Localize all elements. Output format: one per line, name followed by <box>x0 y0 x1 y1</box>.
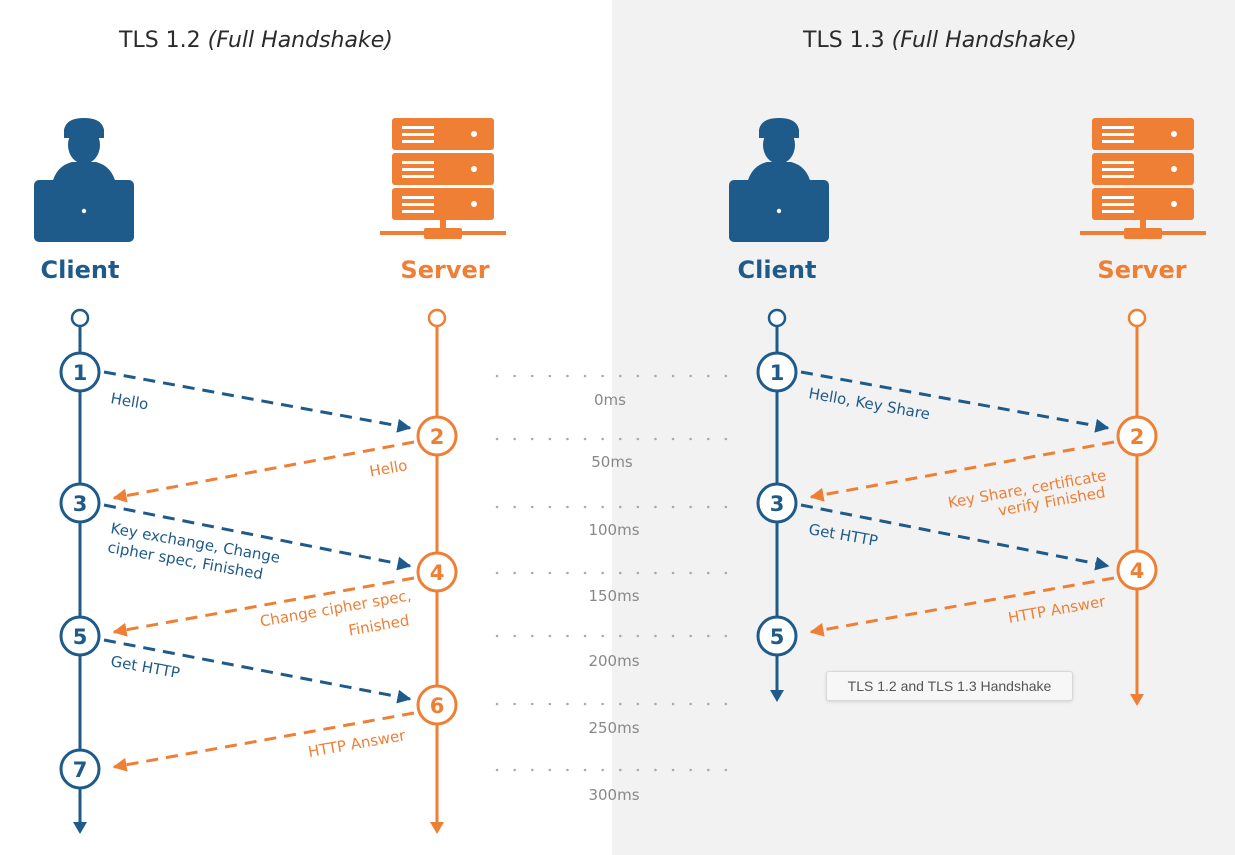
tls12-server-lifeline-arrowhead <box>430 822 444 834</box>
tls12-arrow-4 <box>112 576 415 637</box>
client-icon <box>34 118 134 242</box>
timeline-label-150ms: 150ms <box>588 587 639 605</box>
image-tooltip: TLS 1.2 and TLS 1.3 Handshake <box>826 671 1073 701</box>
timeline-label-300ms: 300ms <box>588 786 639 804</box>
tls12-arrow-3 <box>103 503 412 571</box>
tls12-message-4-line2: Finished <box>347 611 411 639</box>
tls13-client-lifeline-arrowhead <box>770 690 784 702</box>
tls13-message-3: Get HTTP <box>807 520 879 550</box>
tls13-client-lifeline-start <box>767 308 787 328</box>
timeline-label-100ms: 100ms <box>588 521 639 539</box>
tls12-arrow-5 <box>103 638 412 704</box>
tls13-title-version: TLS 1.3 <box>803 28 885 53</box>
tls12-step-5: 5 <box>59 615 101 657</box>
tls12-message-1: Hello <box>109 389 150 413</box>
tls12-message-6: HTTP Answer <box>307 726 408 761</box>
tls12-title-version: TLS 1.2 <box>119 28 201 53</box>
tls13-step-3: 3 <box>756 482 798 524</box>
tls12-step-6-number: 6 <box>430 694 445 718</box>
tls12-step-7-number: 7 <box>73 758 88 782</box>
tls12-client-lifeline-arrowhead <box>73 822 87 834</box>
tls13-step-4-number: 4 <box>1130 559 1145 583</box>
tls12-message-5: Get HTTP <box>109 652 181 682</box>
tls13-step-4: 4 <box>1116 549 1158 591</box>
tls13-title: TLS 1.3 (Full Handshake) <box>803 28 1077 53</box>
tls12-step-4-number: 4 <box>430 561 445 585</box>
tls13-step-5-number: 5 <box>770 625 785 649</box>
timeline-label-200ms: 200ms <box>588 652 639 670</box>
tls13-arrow-1 <box>800 370 1110 433</box>
tls12-step-4: 4 <box>416 551 458 593</box>
tls12-step-6: 6 <box>416 684 458 726</box>
tls12-message-2: Hello <box>368 456 409 480</box>
tls13-title-subtitle: (Full Handshake) <box>891 28 1077 53</box>
tls13-step-1-number: 1 <box>770 361 785 385</box>
tls12-client-lifeline-start <box>70 308 90 328</box>
tls13-step-2-number: 2 <box>1130 425 1145 449</box>
timeline-label-250ms: 250ms <box>588 719 639 737</box>
tls13-step-5: 5 <box>756 615 798 657</box>
tls12-step-2: 2 <box>416 415 458 457</box>
tls13-arrow-2 <box>809 440 1115 502</box>
timeline-label-0ms: 0ms <box>594 391 626 409</box>
tls12-step-1-number: 1 <box>73 361 88 385</box>
tls12-step-1: 1 <box>59 351 101 393</box>
tls13-step-2: 2 <box>1116 415 1158 457</box>
timeline-label-50ms: 50ms <box>591 453 633 471</box>
tls13-server-lifeline-start <box>1127 308 1147 328</box>
tls12-step-7: 7 <box>59 748 101 790</box>
tls12-arrow-2 <box>112 440 415 503</box>
tls13-step-1: 1 <box>756 351 798 393</box>
tls12-step-5-number: 5 <box>73 625 88 649</box>
tls13-message-4: HTTP Answer <box>1007 592 1108 627</box>
tls13-server-label: Server <box>1097 256 1186 284</box>
tls13-message-1: Hello, Key Share <box>807 384 931 423</box>
tls12-title-subtitle: (Full Handshake) <box>207 28 393 53</box>
tls12-title: TLS 1.2 (Full Handshake) <box>119 28 393 53</box>
tls13-arrow-4 <box>809 576 1115 637</box>
tls13-client-label: Client <box>738 256 817 284</box>
client-icon <box>729 118 829 242</box>
tls12-step-2-number: 2 <box>430 425 445 449</box>
tls12-arrow-1 <box>103 370 412 433</box>
tls13-step-3-number: 3 <box>770 492 785 516</box>
server-icon <box>1080 118 1206 239</box>
tls12-step-3: 3 <box>59 482 101 524</box>
tls12-arrow-6 <box>112 711 415 772</box>
server-icon <box>380 118 506 239</box>
tls12-server-label: Server <box>400 256 489 284</box>
tls12-server-lifeline-start <box>427 308 447 328</box>
tls13-arrow-3 <box>800 503 1110 571</box>
tls13-server-lifeline-arrowhead <box>1130 694 1144 706</box>
tls12-client-label: Client <box>41 256 120 284</box>
tls12-step-3-number: 3 <box>73 492 88 516</box>
